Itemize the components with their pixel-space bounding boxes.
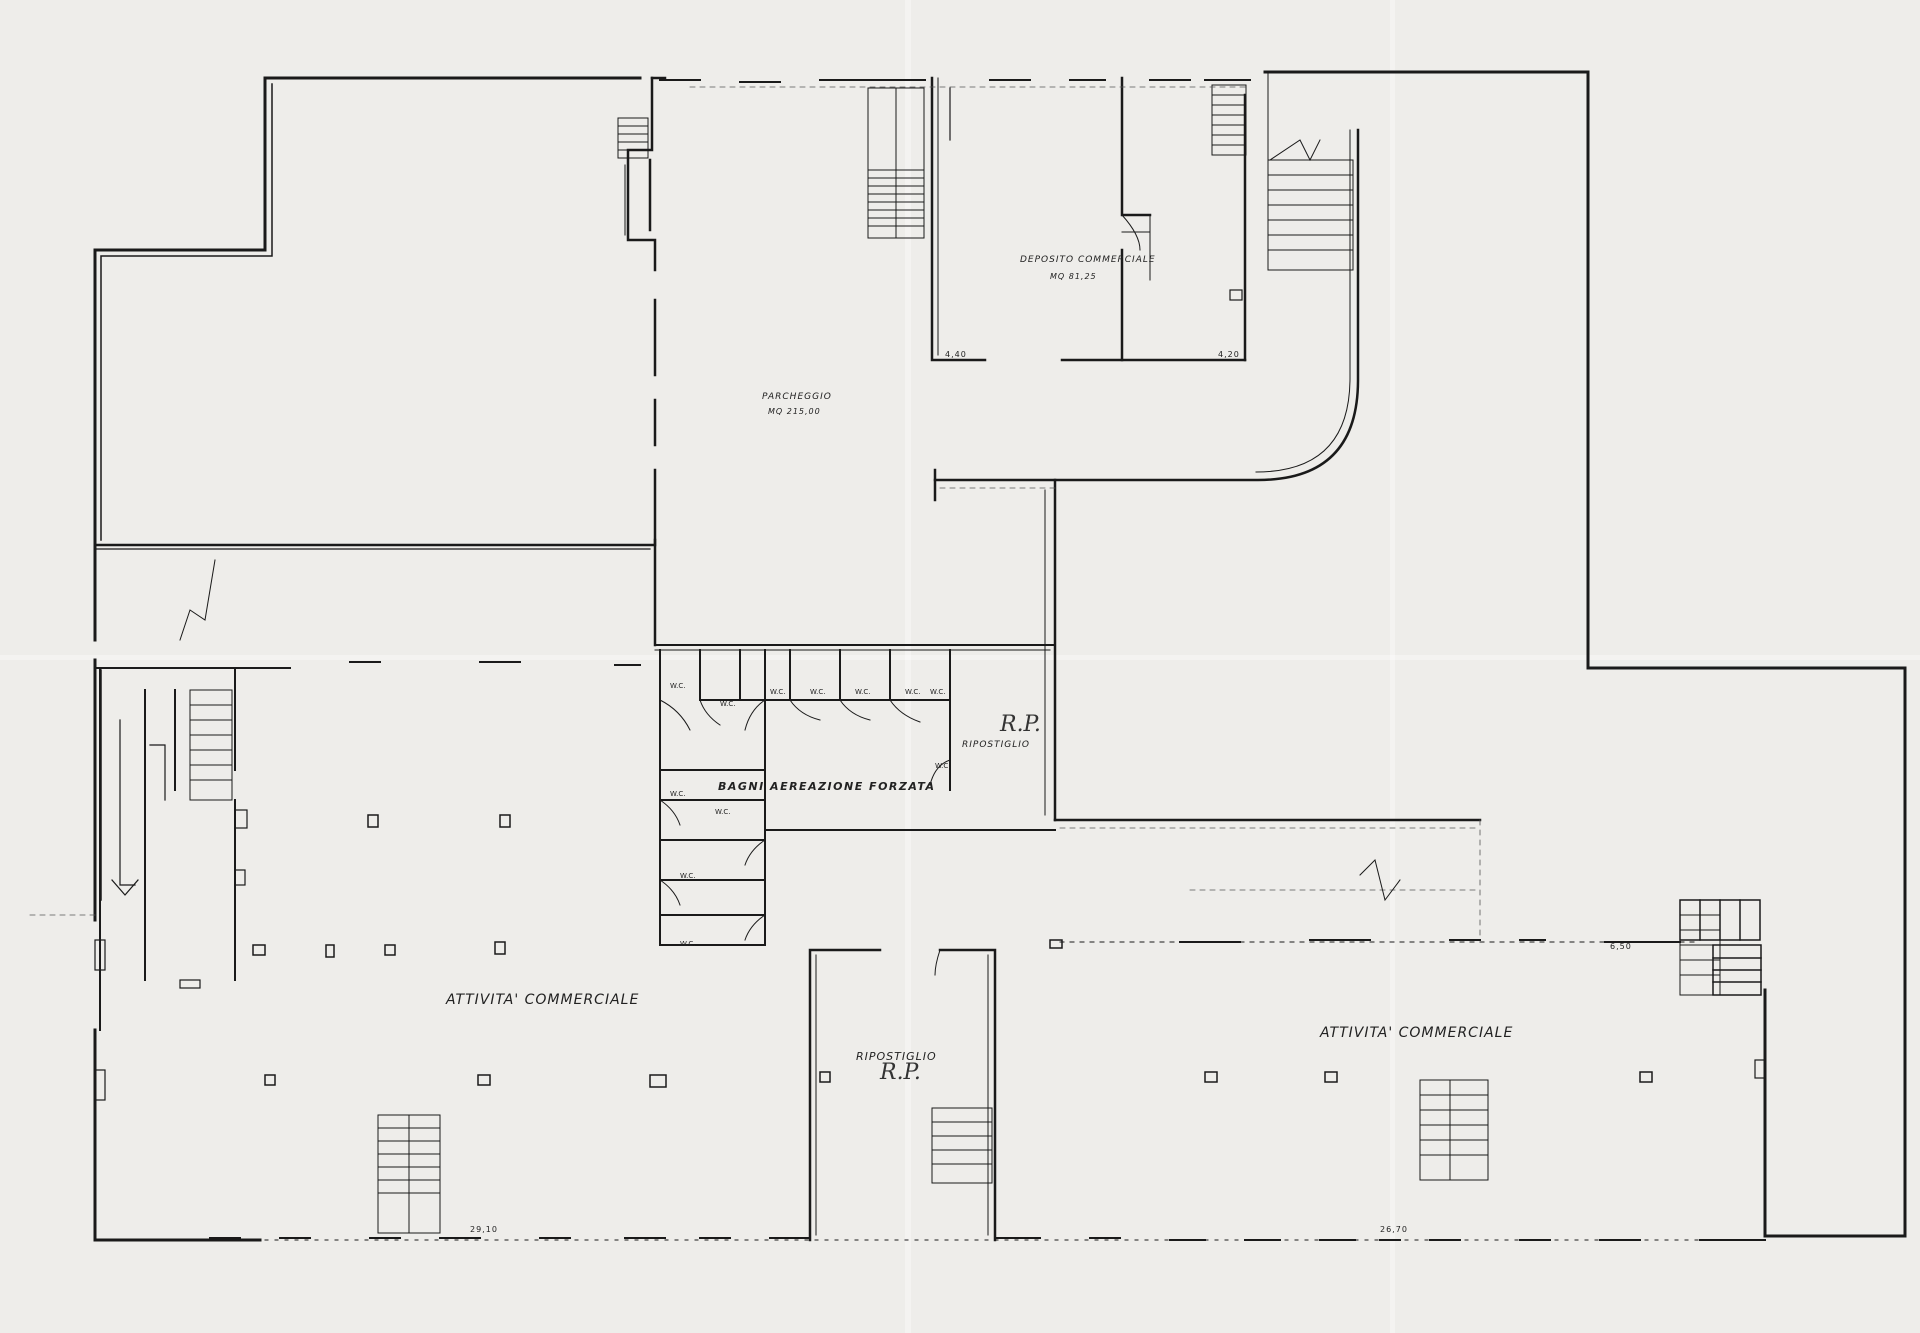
- ramp-curve: [933, 128, 1360, 502]
- paper-fold: [905, 0, 911, 1333]
- dim-deposito-left: 4,40: [945, 350, 967, 359]
- deposito-walls: [930, 76, 1247, 362]
- dim-bottom-left: 29,10: [470, 1225, 498, 1234]
- wc-label: W.C.: [810, 688, 826, 696]
- toilet-block: [654, 644, 1056, 946]
- stair-left: [94, 667, 236, 1031]
- wc-label: W.C.: [930, 688, 946, 696]
- outer-walls-inner: [100, 83, 273, 901]
- ripostiglio-upper-label: RIPOSTIGLIO: [962, 740, 1031, 750]
- stair-right: [1679, 899, 1762, 996]
- paper-fold: [0, 655, 1920, 660]
- wc-label: W.C.: [715, 808, 731, 816]
- mid-window-wall: [234, 661, 641, 669]
- stairs-bottom: [377, 899, 1721, 1234]
- rp-upper-mark: R.P.: [1000, 712, 1041, 737]
- stair-upper-left: [617, 117, 649, 159]
- wc-label: W.C.: [670, 790, 686, 798]
- bagni-label: BAGNI AEREAZIONE FORZATA: [718, 780, 936, 793]
- deposito-label: DEPOSITO COMMERCIALE: [1020, 255, 1156, 265]
- wc-label: W.C.: [770, 688, 786, 696]
- columns: [252, 814, 1653, 1088]
- stair-upper-right: [1211, 71, 1354, 271]
- deposito-area: MQ 81,25: [1050, 272, 1097, 281]
- break-symbols: [179, 139, 1401, 902]
- central-divider: [1044, 478, 1482, 822]
- wc-label: W.C.: [720, 700, 736, 708]
- toilet-doors: [659, 699, 951, 941]
- outer-walls: [93, 70, 1907, 1242]
- deposito-door: [1121, 214, 1151, 281]
- top-wall-windows: [659, 79, 1251, 83]
- rp-lower-mark: R.P.: [880, 1060, 921, 1085]
- dim-deposito-right: 4,20: [1218, 350, 1240, 359]
- dim-mid-right: 6,50: [1610, 942, 1632, 951]
- ripostiglio-lower-walls: [808, 948, 997, 1242]
- attivita-left-label: ATTIVITA' COMMERCIALE: [446, 992, 640, 1008]
- misc-details: [94, 87, 1766, 1101]
- parcheggio-label: PARCHEGGIO: [762, 392, 832, 402]
- wc-label: W.C.: [670, 682, 686, 690]
- paper-fold: [1390, 0, 1395, 1333]
- wc-label: W.C.: [680, 940, 696, 948]
- wc-label: W.C.: [680, 872, 696, 880]
- parcheggio-area: MQ 215,00: [768, 407, 821, 416]
- ripostiglio-lower-label: RIPOSTIGLIO: [856, 1050, 937, 1063]
- dim-bottom-right: 26,70: [1380, 1225, 1408, 1234]
- wc-label: W.C.: [935, 762, 951, 770]
- attivita-right-label: ATTIVITA' COMMERCIALE: [1320, 1025, 1514, 1041]
- parcheggio-walls: [93, 76, 667, 647]
- wc-label: W.C.: [905, 688, 921, 696]
- dimension-lines: [29, 86, 1481, 941]
- wc-label: W.C.: [855, 688, 871, 696]
- stair-upper-center: [867, 87, 925, 239]
